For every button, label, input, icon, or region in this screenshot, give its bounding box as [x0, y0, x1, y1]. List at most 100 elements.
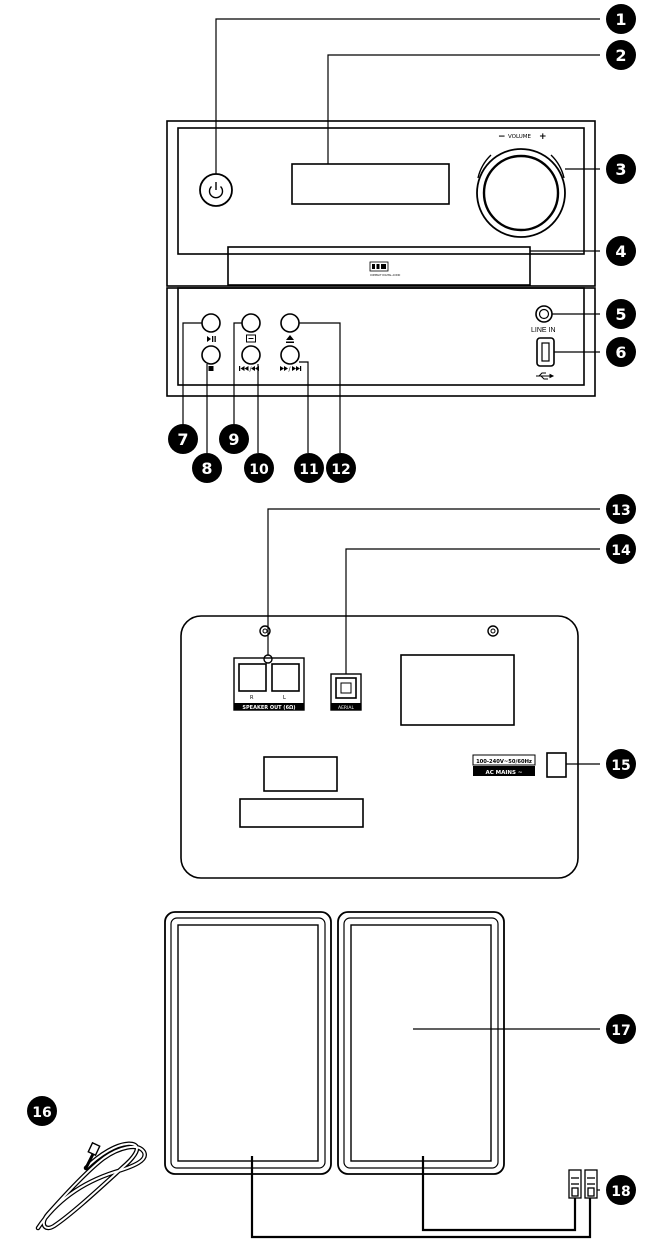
callout-17: 17: [606, 1014, 636, 1044]
callout-14: 14: [606, 534, 636, 564]
screw-right-inner: [490, 628, 496, 634]
callout-10: 10: [244, 453, 274, 483]
aerial-label-bar: [331, 703, 361, 710]
cd-tray[interactable]: [227, 246, 531, 286]
mains-label: AC MAINS ~: [485, 770, 522, 776]
callout-3: 3: [606, 154, 636, 184]
eject-icon: [286, 335, 294, 343]
volume-knob-outer: [476, 148, 566, 238]
volume-arc-right: [550, 154, 565, 179]
callout-9: 9: [219, 424, 249, 454]
eject-button[interactable]: [280, 313, 300, 333]
svg-text:5: 5: [615, 305, 626, 324]
svg-text:11: 11: [299, 462, 318, 478]
speaker-out-l-terminal[interactable]: [271, 663, 300, 692]
skip-forward-icon: /: [280, 366, 302, 373]
display-window: [291, 163, 450, 205]
back-vent-lower: [239, 798, 364, 828]
svg-text:9: 9: [228, 430, 239, 449]
callout-12: 12: [326, 453, 356, 483]
mains-voltage-label: 100-240V~50/60Hz: [476, 759, 532, 765]
svg-text:8: 8: [201, 459, 212, 478]
callout-6: 6: [606, 337, 636, 367]
back-label-bars: [234, 703, 536, 776]
svg-text:2: 2: [615, 46, 626, 65]
callout-1: 1: [606, 4, 636, 34]
usb-icon: [536, 372, 555, 380]
prev-button[interactable]: [241, 345, 261, 365]
aerial-socket-inner: [340, 682, 352, 694]
play-pause-button[interactable]: [201, 313, 221, 333]
mains-voltage-box: [472, 754, 536, 766]
callout-2: 2: [606, 40, 636, 70]
callout-5: 5: [606, 299, 636, 329]
speaker-right-frame: [343, 917, 499, 1169]
stop-icon: [208, 366, 214, 371]
line-in-label: LINE IN: [531, 327, 556, 334]
back-panel-text: R L SPEAKER OUT (6Ω) AERIAL 100-240V~50/…: [242, 695, 532, 776]
aerial-label: AERIAL: [338, 705, 354, 711]
callout-badges: 1 2 3 4 5 6 7 8 9 10 11 12 13 14 15 16 1…: [27, 4, 636, 1205]
play-pause-icon: [207, 336, 216, 342]
callout-11: 11: [294, 453, 324, 483]
mains-label-bar: [473, 766, 535, 776]
volume-knob[interactable]: [482, 154, 560, 232]
front-upper-inner: [177, 127, 585, 255]
disc-logo-text: COMPACT DIGITAL AUDIO: [370, 274, 400, 277]
speaker-left-frame: [170, 917, 326, 1169]
front-lower-body: [166, 287, 596, 397]
speaker-right-grille: [350, 924, 492, 1162]
svg-text:16: 16: [32, 1105, 51, 1121]
speaker-out-label-bar: [234, 703, 304, 710]
callout-4: 4: [606, 236, 636, 266]
speaker-out-panel: [233, 657, 305, 711]
line-in-jack[interactable]: [535, 305, 553, 323]
ac-mains-socket[interactable]: [546, 752, 567, 778]
usb-port-inner: [541, 342, 550, 362]
svg-text:7: 7: [177, 430, 188, 449]
volume-minus-label: −: [498, 132, 506, 142]
speaker-out-label: SPEAKER OUT (6Ω): [242, 705, 295, 711]
speaker-cable-right: [421, 1156, 577, 1232]
front-control-icons: / /: [207, 261, 555, 380]
speaker-plug-2: [584, 1169, 598, 1199]
line-in-jack-inner: [538, 308, 550, 320]
cd-logo-icon: [369, 261, 389, 272]
svg-text:17: 17: [611, 1023, 630, 1039]
speaker-left-grille: [177, 924, 319, 1162]
screw-left-inner: [262, 628, 268, 634]
source-button[interactable]: [241, 313, 261, 333]
svg-text:18: 18: [611, 1184, 630, 1200]
skip-back-icon: /: [239, 366, 259, 373]
speaker-out-r-terminal[interactable]: [238, 663, 267, 692]
power-cord-icon: [35, 1141, 147, 1231]
usb-port[interactable]: [536, 337, 555, 367]
next-button[interactable]: [280, 345, 300, 365]
speaker-cable-left: [250, 1156, 592, 1239]
front-unit: [166, 120, 596, 397]
callout-8: 8: [192, 453, 222, 483]
screw-left: [259, 625, 271, 637]
svg-text:14: 14: [611, 543, 631, 559]
svg-text:/: /: [250, 366, 253, 373]
speaker-plug-1: [568, 1169, 582, 1199]
svg-text:15: 15: [611, 758, 630, 774]
speaker-out-indicator: [263, 654, 273, 664]
back-label-plate: [400, 654, 515, 726]
svg-text:12: 12: [331, 462, 350, 478]
callout-7: 7: [168, 424, 198, 454]
speaker-out-l-label: L: [283, 695, 286, 701]
stop-button[interactable]: [201, 345, 221, 365]
callout-16: 16: [27, 1096, 57, 1126]
aerial-socket[interactable]: [335, 677, 357, 699]
front-upper-body: [166, 120, 596, 287]
callout-15: 15: [606, 749, 636, 779]
volume-plus-label: +: [539, 132, 547, 142]
callout-18: 18: [606, 1175, 636, 1205]
svg-text:6: 6: [615, 343, 626, 362]
speaker-right-cabinet: [337, 911, 505, 1175]
callout-13: 13: [606, 494, 636, 524]
back-vent-upper: [263, 756, 338, 792]
svg-text:1: 1: [615, 10, 626, 29]
